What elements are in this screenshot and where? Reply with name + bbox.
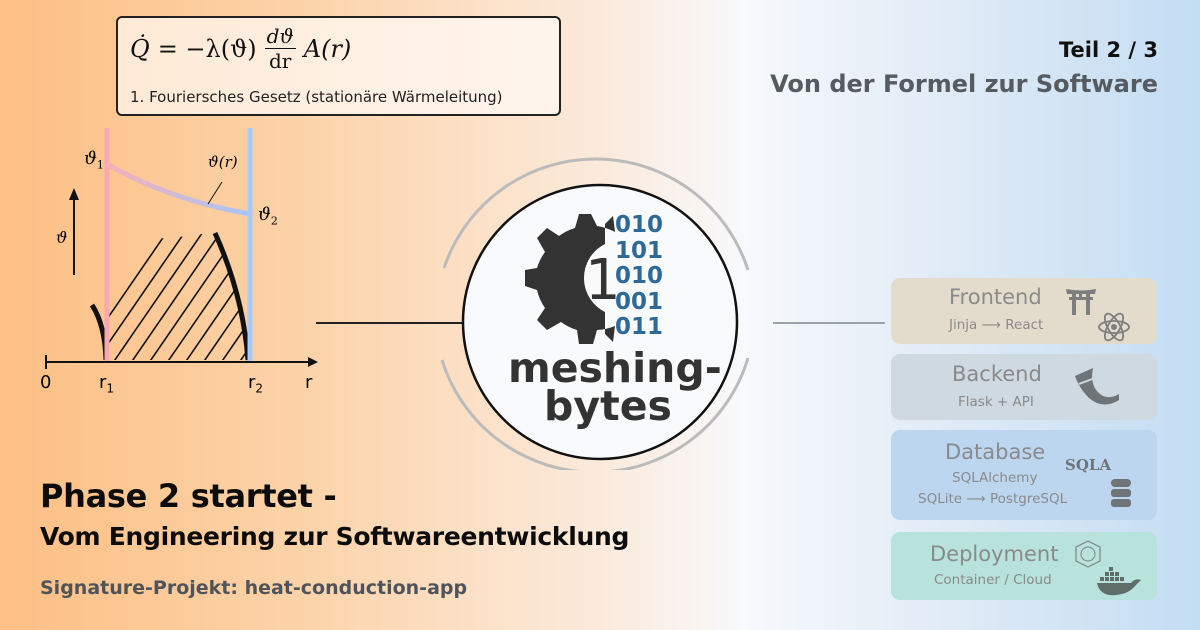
r2-label: r2	[248, 372, 264, 396]
inner-arc	[89, 303, 109, 361]
card-subtitle-2: SQLite ⟶ PostgreSQL	[918, 491, 1068, 507]
card-title: Backend	[952, 362, 1042, 386]
fourier-formula: Q̇ = −λ(ϑ) dϑ dr A(r)	[130, 26, 351, 71]
card-subtitle: Flask + API	[958, 394, 1034, 410]
headline: Phase 2 startet -	[40, 477, 337, 515]
flask-horn-icon	[1075, 368, 1119, 405]
docker-whale-icon	[1097, 567, 1141, 596]
card-title: Database	[945, 440, 1046, 464]
origin-label: 0	[40, 372, 52, 393]
database-icon	[1111, 479, 1131, 507]
fraction-numerator: dϑ	[264, 24, 296, 49]
binary-row: 011	[615, 314, 664, 340]
theta-axis-label: ϑ	[56, 228, 68, 247]
hatched-wall-region	[108, 232, 248, 360]
logo-digit: 1	[585, 248, 621, 313]
react-icon	[1098, 312, 1130, 342]
temperature-curve	[105, 161, 251, 217]
r-axis-arrow-icon	[308, 357, 318, 367]
fraction-denominator: dr	[269, 49, 292, 73]
right-connector-line	[773, 322, 885, 324]
card-title: Frontend	[949, 285, 1042, 309]
gear-icon	[525, 214, 615, 344]
headline-sub: Vom Engineering zur Softwareentwicklung	[40, 522, 630, 551]
binary-row: 001	[615, 288, 664, 315]
sqlalchemy-logo-icon: SQLA	[1065, 456, 1112, 474]
stack-card-frontend: Frontend Jinja ⟶ React	[891, 278, 1157, 344]
gunicorn-badge-icon	[1075, 540, 1101, 568]
logo-name-line2: bytes	[544, 382, 672, 430]
formula-rhs: A(r)	[303, 34, 352, 63]
theta-r-label: ϑ(r)	[208, 153, 238, 171]
binary-row: 010	[615, 212, 664, 238]
card-subtitle: Jinja ⟶ React	[949, 317, 1044, 333]
formula-box: Q̇ = −λ(ϑ) dϑ dr A(r) 1. Fouriersches Ge…	[116, 16, 561, 116]
formula-fraction: dϑ dr	[264, 24, 296, 73]
card-subtitle: Container / Cloud	[934, 572, 1052, 588]
binary-row: 010	[615, 263, 664, 289]
stack-card-backend: Backend Flask + API	[891, 354, 1157, 420]
logo-wordmark: meshing- bytes	[508, 344, 722, 430]
torii-gate-icon	[1066, 289, 1096, 315]
formula-eq: = −λ(ϑ)	[157, 34, 257, 63]
signature-project: Signature-Projekt: heat-conduction-app	[40, 577, 468, 599]
formula-caption: 1. Fouriersches Gesetz (stationäre Wärme…	[130, 88, 503, 106]
stack-card-database: Database SQLAlchemy SQLite ⟶ PostgreSQL …	[891, 430, 1157, 520]
formula-lhs: Q̇	[130, 34, 150, 63]
binary-column: 010 101 010 001 011	[615, 212, 664, 341]
stack-card-deployment: Deployment Container / Cloud	[891, 532, 1157, 600]
r1-label: r1	[99, 372, 115, 396]
outer-arc	[212, 231, 251, 361]
series-subtitle: Von der Formel zur Software	[770, 70, 1158, 98]
card-title: Deployment	[930, 542, 1059, 566]
theta2-label: ϑ2	[258, 204, 278, 228]
logo-name-line1: meshing-	[508, 344, 722, 392]
r-axis-label: r	[305, 372, 313, 393]
theta1-label: ϑ1	[84, 148, 104, 172]
theta-arrow-icon	[69, 188, 79, 200]
heat-conduction-diagram	[45, 128, 318, 369]
binary-row: 101	[615, 237, 664, 264]
part-indicator: Teil 2 / 3	[1058, 38, 1158, 62]
left-connector-line	[316, 322, 464, 324]
card-subtitle: SQLAlchemy	[952, 470, 1038, 486]
